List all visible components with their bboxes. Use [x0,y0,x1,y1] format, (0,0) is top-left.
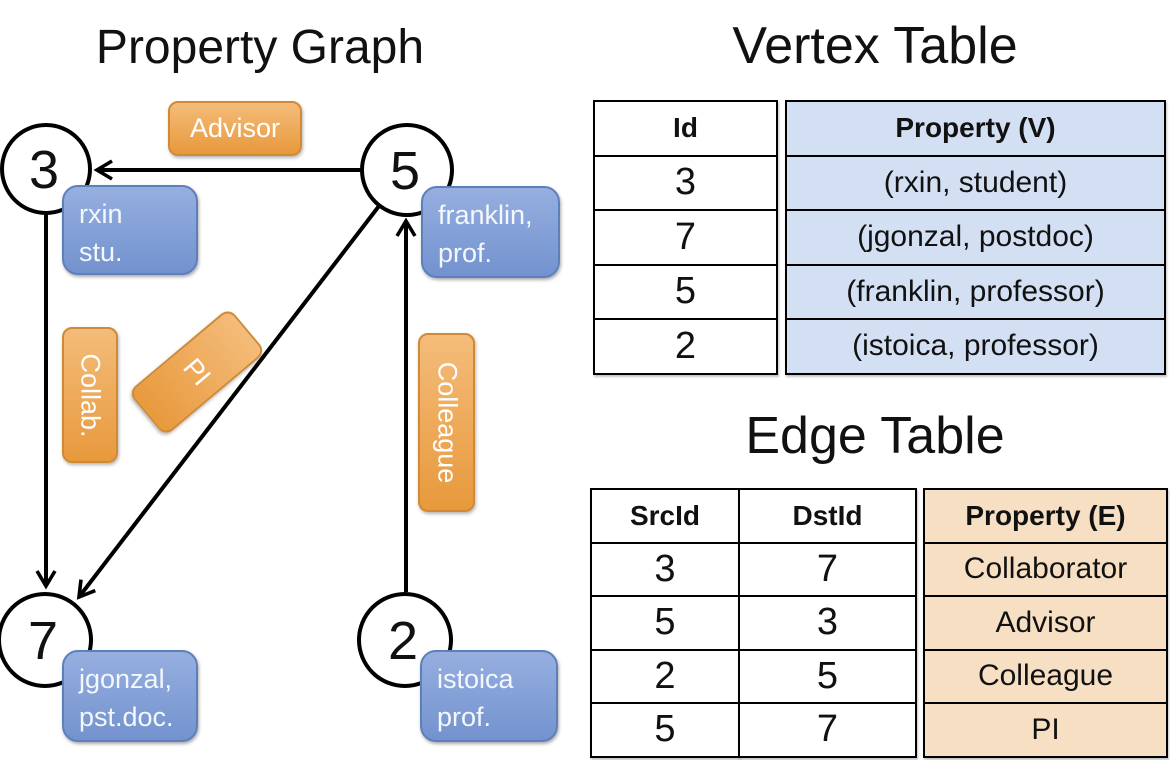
node-box-istoica: istoica prof. [420,650,558,742]
vertex-table-title: Vertex Table [732,17,1018,75]
table-cell: 2 [592,650,738,702]
edge-label-pi-text: PI [177,352,218,392]
table-cell: PI [925,704,1166,756]
vertex-table-property-column: Property (V) (rxin, student) (jgonzal, p… [785,100,1166,375]
edge-label-collab-text: Collab. [75,352,106,438]
node-box-franklin-line1: franklin, [438,200,533,230]
vertex-id-7: 7 [28,611,58,671]
vertex-table-header-id: Id [595,102,776,155]
table-cell: 7 [740,543,915,595]
table-cell: (rxin, student) [787,156,1164,209]
edge-label-collab: Collab. [62,327,118,463]
property-graph-canvas: 3 5 7 2 [0,123,454,688]
vertex-table-header-property: Property (V) [787,102,1164,155]
property-graph-title: Property Graph [95,21,425,74]
table-cell: 3 [595,156,776,209]
table-cell: 7 [595,211,776,264]
edge-label-advisor: Advisor [168,101,302,156]
table-cell: 5 [592,597,738,649]
table-cell: Colleague [925,650,1166,702]
node-box-franklin: franklin, prof. [421,186,560,278]
node-box-jgonzal-line2: pst.doc. [79,702,174,733]
table-cell: 3 [592,543,738,595]
edge-table-header-property: Property (E) [925,490,1166,542]
vertex-id-5: 5 [390,141,420,201]
edge-table-dstid-column: DstId 7 3 5 7 [738,488,917,758]
table-cell: (istoica, professor) [787,320,1164,373]
edge-label-colleague: Colleague [418,333,475,512]
node-box-jgonzal: jgonzal, pst.doc. [62,650,198,742]
vertex-table-id-column: Id 3 7 5 2 [593,100,778,375]
node-box-rxin-line1: rxin [79,199,123,229]
node-box-istoica-line2: prof. [437,702,492,733]
edge-table-title: Edge Table [745,407,1005,465]
edge-line-pi [76,204,381,600]
table-cell: 3 [740,597,915,649]
edge-label-colleague-text: Colleague [432,361,462,484]
edge-table: SrcId 3 5 2 5 DstId 7 3 5 7 Property (E)… [590,488,1168,758]
table-cell: (jgonzal, postdoc) [787,211,1164,264]
vertex-id-2: 2 [388,611,418,671]
edge-table-header-dstid: DstId [740,490,915,542]
node-box-jgonzal-line1: jgonzal, [79,664,173,694]
vertex-table: Id 3 7 5 2 Property (V) (rxin, student) … [593,100,1166,375]
node-box-rxin-line2: stu. [79,237,123,268]
table-cell: Advisor [925,597,1166,649]
edge-table-srcid-column: SrcId 3 5 2 5 [590,488,740,758]
table-cell: Collaborator [925,543,1166,595]
table-cell: 2 [595,320,776,373]
table-cell: 7 [740,704,915,756]
edge-table-property-column: Property (E) Collaborator Advisor Collea… [923,488,1168,758]
edge-table-header-srcid: SrcId [592,490,738,542]
table-cell: 5 [592,704,738,756]
table-cell: (franklin, professor) [787,265,1164,318]
node-box-franklin-line2: prof. [438,238,493,269]
node-box-istoica-line1: istoica [437,664,514,694]
node-box-rxin: rxin stu. [62,185,198,275]
vertex-id-3: 3 [29,140,59,200]
table-cell: 5 [595,265,776,318]
table-cell: 5 [740,650,915,702]
